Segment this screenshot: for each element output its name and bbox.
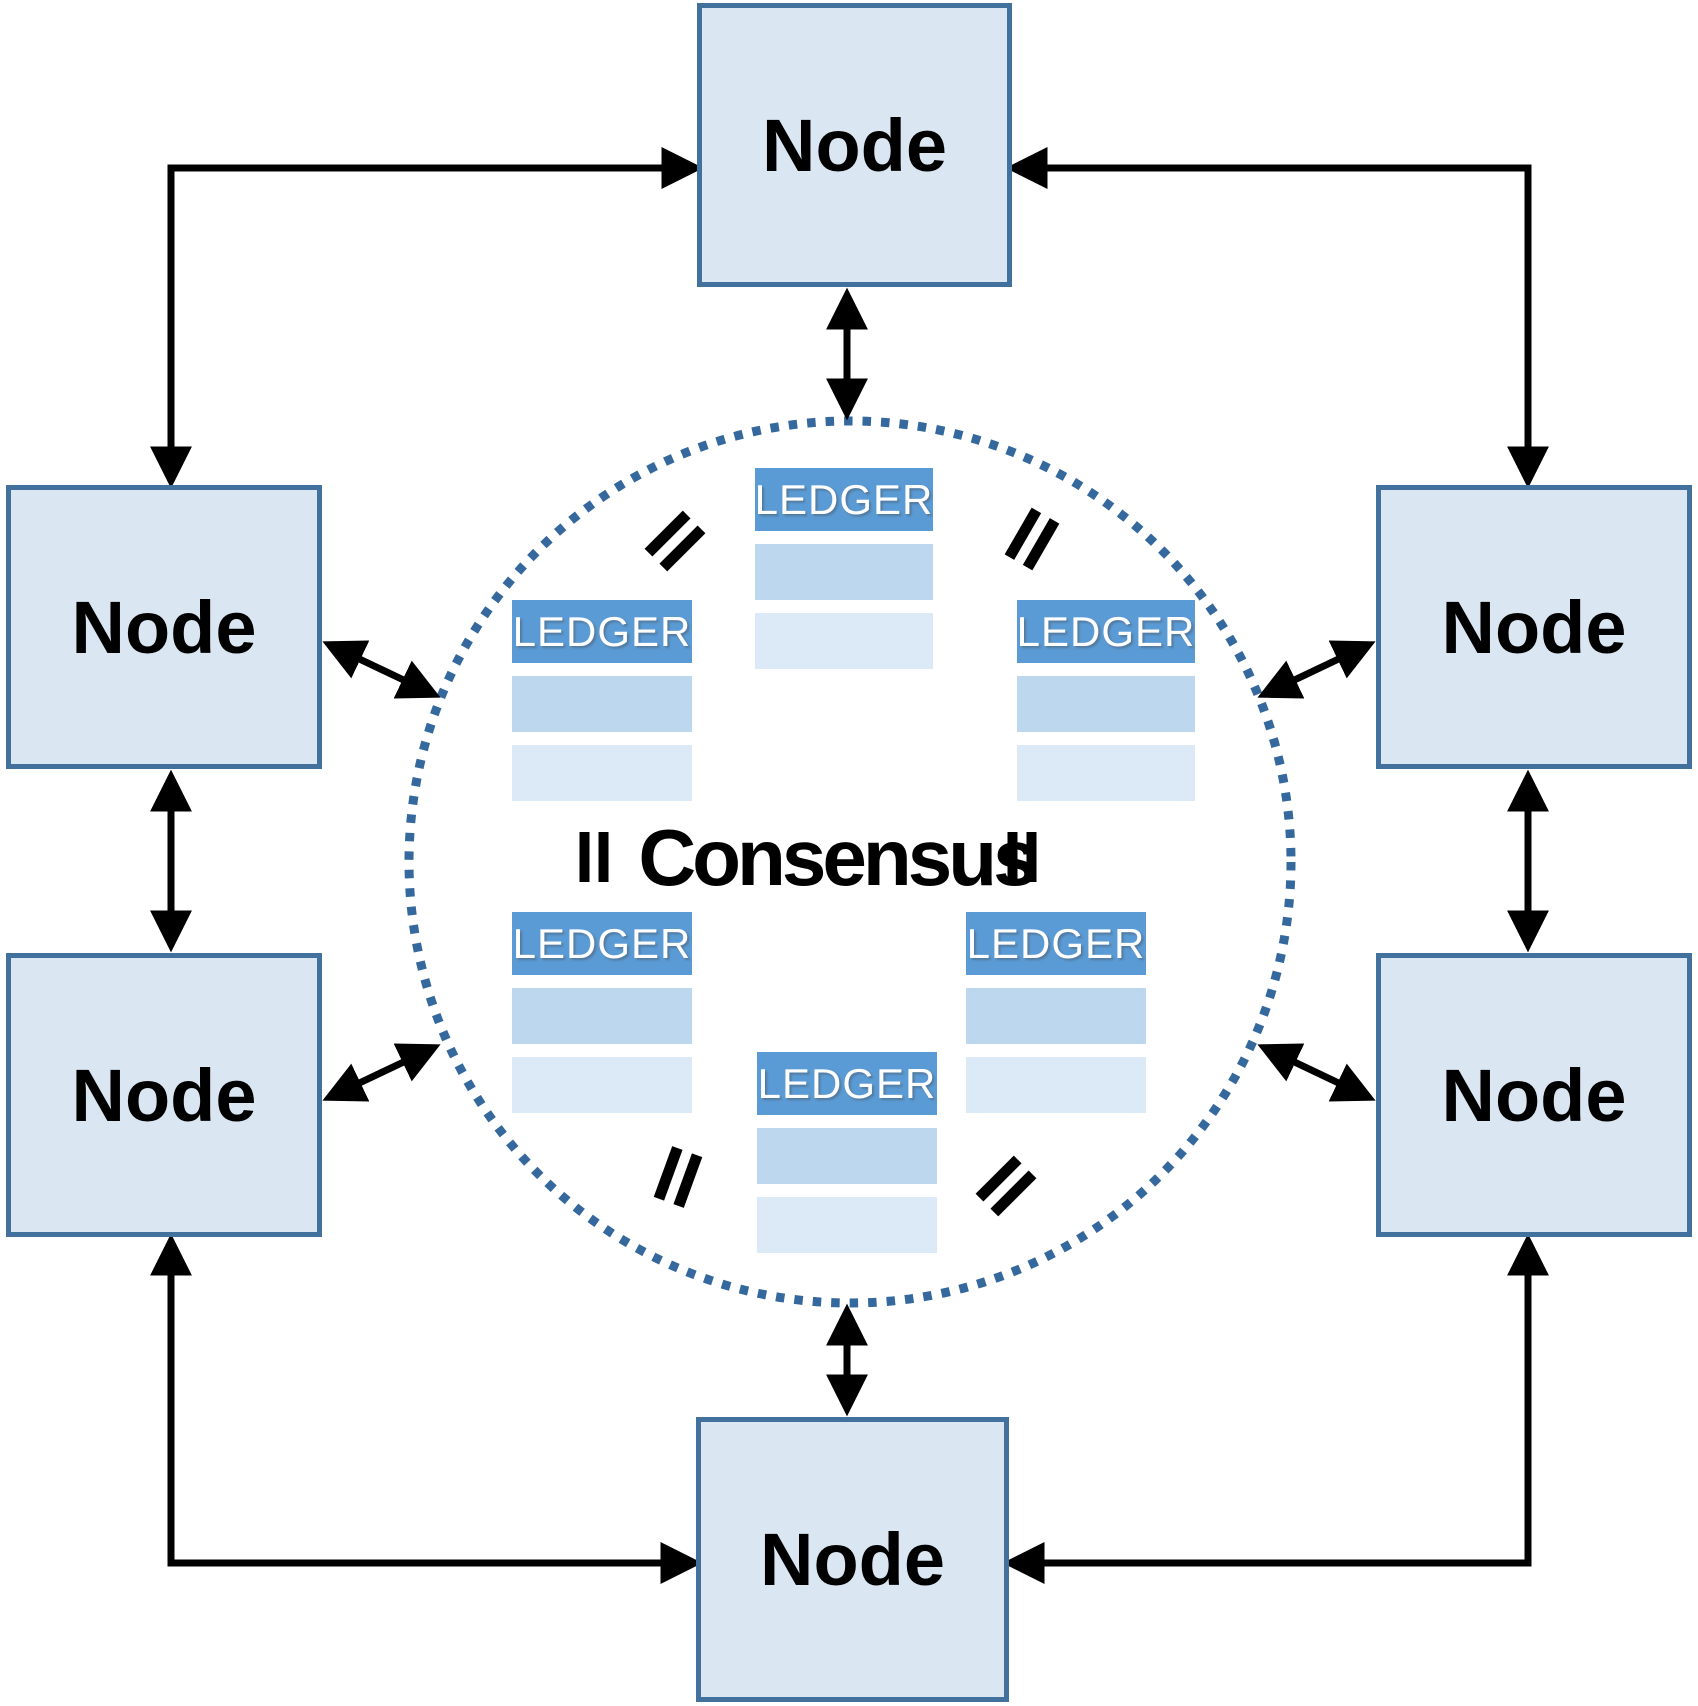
ledger-header: LEDGER (966, 912, 1146, 975)
arrow-rightlower-bottomnode (1002, 1233, 1549, 1584)
ledger-table-bottom-right: LEDGER (966, 912, 1146, 1113)
ledger-header: LEDGER (757, 1052, 937, 1115)
ledger-header: LEDGER (512, 912, 692, 975)
arrow-topnode-rightupper (1005, 147, 1549, 489)
ledger-header: LEDGER (755, 468, 933, 531)
node-box-left-lower: Node (6, 953, 322, 1237)
node-box-right-upper: Node (1376, 485, 1692, 769)
ledger-table-bottom: LEDGER (757, 1052, 937, 1253)
ledger-table-right: LEDGER (1017, 600, 1195, 801)
node-box-top: Node (697, 3, 1012, 287)
equals-icon (1004, 507, 1060, 571)
ledger-row (512, 745, 692, 801)
ledger-row (966, 1057, 1146, 1113)
arrow-leftlower-circle (322, 1043, 441, 1102)
arrow-rightlower-circle (1257, 1043, 1376, 1102)
node-box-bottom: Node (696, 1417, 1009, 1702)
arrow-leftlower-bottomnode (150, 1233, 703, 1584)
equals-icon (975, 1155, 1037, 1217)
node-box-right-lower: Node (1376, 953, 1692, 1237)
ledger-row (755, 544, 933, 600)
equals-icon (653, 1146, 703, 1208)
ledger-row (755, 613, 933, 669)
ledger-table-top: LEDGER (755, 468, 933, 669)
equals-icon (644, 510, 706, 572)
ledger-row (757, 1128, 937, 1184)
ledger-row (1017, 745, 1195, 801)
ledger-table-left: LEDGER (512, 600, 692, 801)
ledger-row (966, 988, 1146, 1044)
arrow-rightupper-circle (1257, 640, 1376, 699)
ledger-row (757, 1197, 937, 1253)
arrow-leftupper-circle (322, 640, 441, 699)
ledger-header: LEDGER (512, 600, 692, 663)
ledger-row (512, 988, 692, 1044)
ledger-row (512, 676, 692, 732)
arrow-topnode-leftupper (150, 147, 704, 489)
ledger-row (1017, 676, 1195, 732)
ledger-table-bottom-left: LEDGER (512, 912, 692, 1113)
equals-icon (579, 832, 609, 882)
ledger-header: LEDGER (1017, 600, 1195, 663)
node-box-left-upper: Node (6, 485, 322, 769)
consensus-label: Consensus (638, 813, 1037, 902)
ledger-row (512, 1057, 692, 1113)
